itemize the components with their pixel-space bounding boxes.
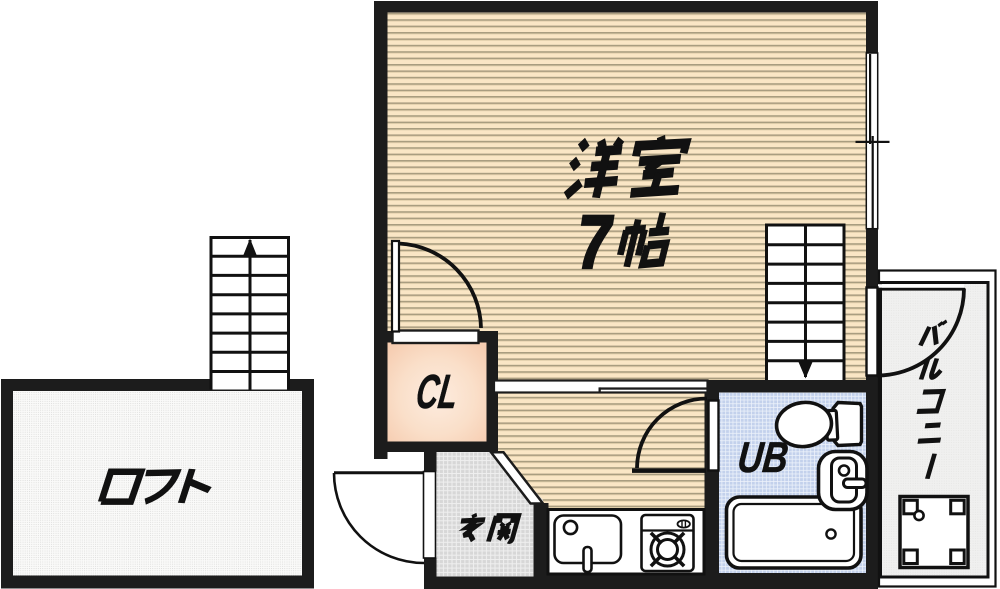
svg-text:7: 7 — [578, 200, 614, 284]
svg-text:CL: CL — [413, 365, 462, 419]
svg-text:UB: UB — [735, 434, 790, 482]
